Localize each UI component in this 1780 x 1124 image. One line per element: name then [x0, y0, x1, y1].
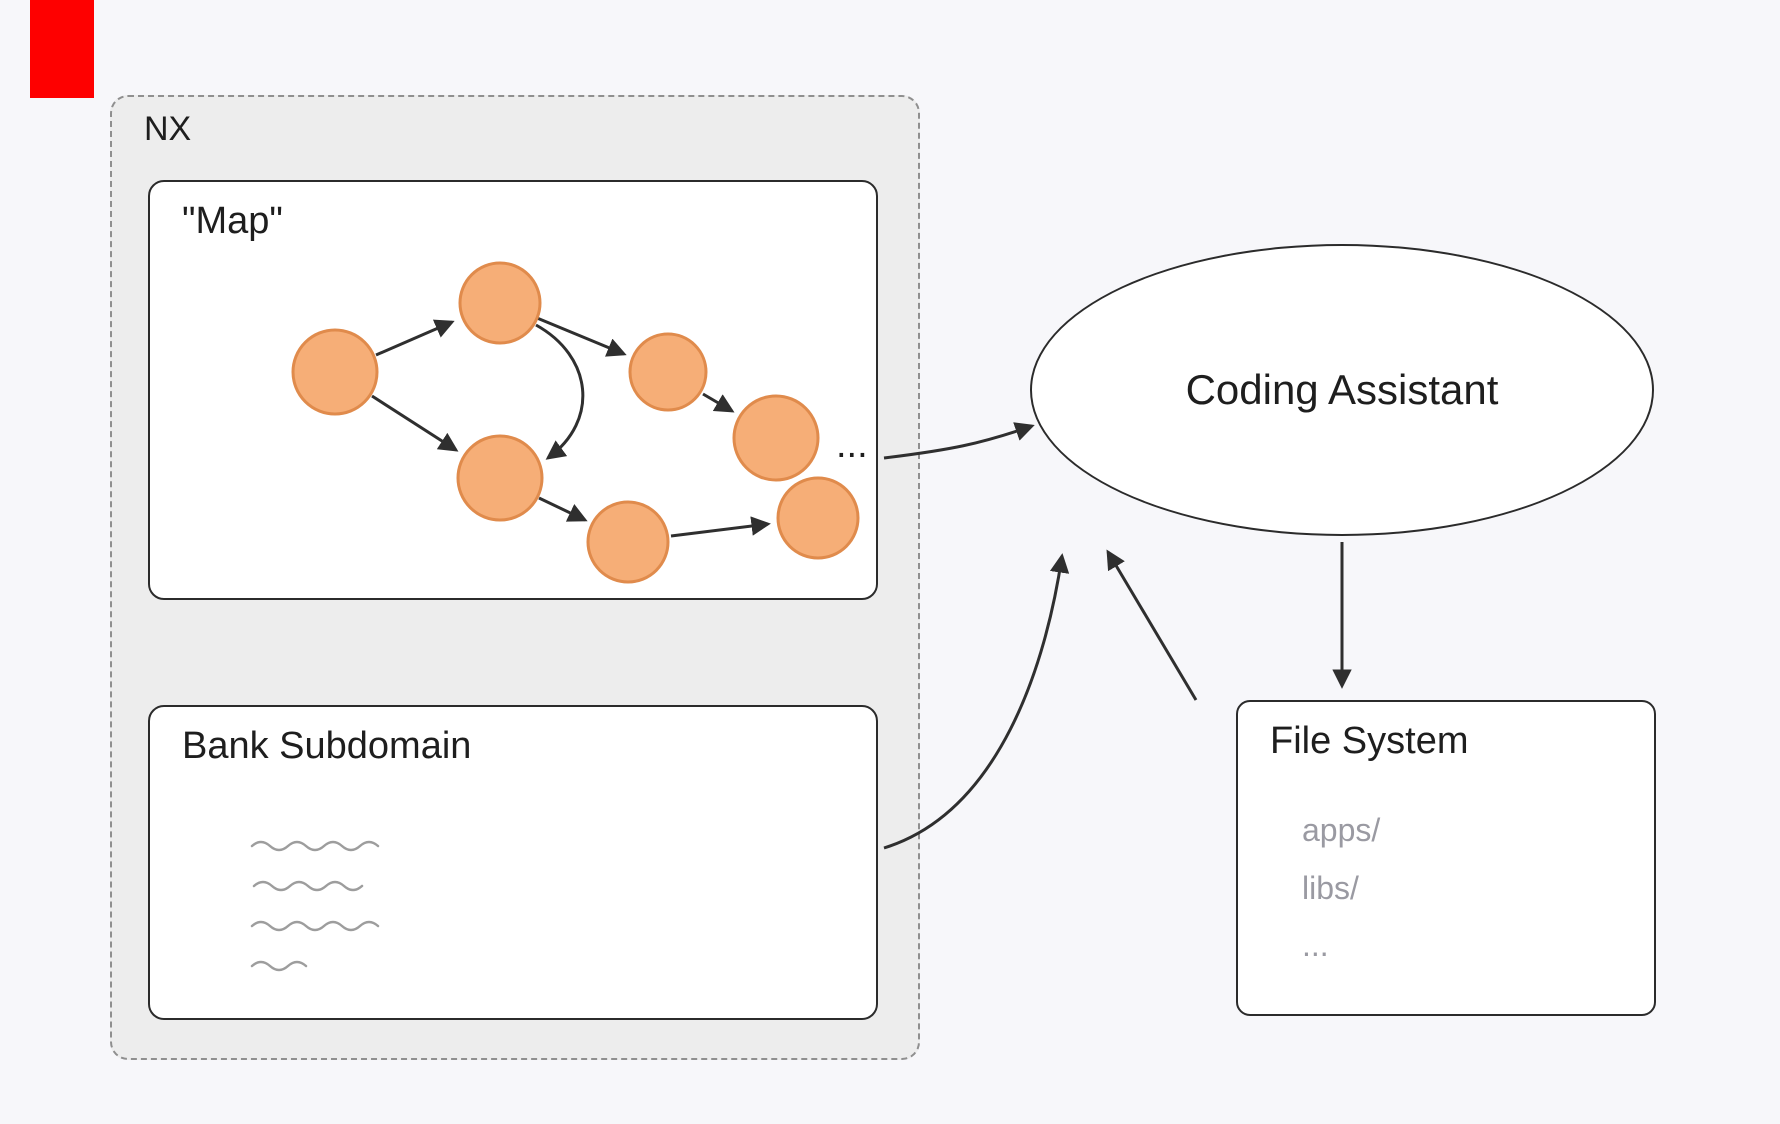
arrow-filesystem-to-assistant: [1106, 549, 1198, 701]
bank-subdomain-box: Bank Subdomain: [148, 705, 878, 1020]
file-system-box: File System apps/ libs/ ...: [1236, 700, 1656, 1016]
bank-title: Bank Subdomain: [182, 725, 472, 767]
fs-entry-apps: apps/: [1302, 812, 1381, 848]
map-box: "Map": [148, 180, 878, 600]
map-title: "Map": [182, 200, 283, 242]
coding-assistant-label: Coding Assistant: [1185, 366, 1499, 413]
file-system-entries: apps/ libs/ ...: [1302, 810, 1380, 967]
map-ellipsis: ...: [836, 424, 868, 466]
fs-entry-more: ...: [1302, 927, 1329, 964]
red-marker: [30, 0, 94, 98]
nx-label: NX: [144, 110, 192, 148]
coding-assistant-node: Coding Assistant: [1030, 244, 1654, 536]
fs-entry-libs: libs/: [1302, 869, 1359, 906]
file-system-title: File System: [1270, 720, 1469, 762]
